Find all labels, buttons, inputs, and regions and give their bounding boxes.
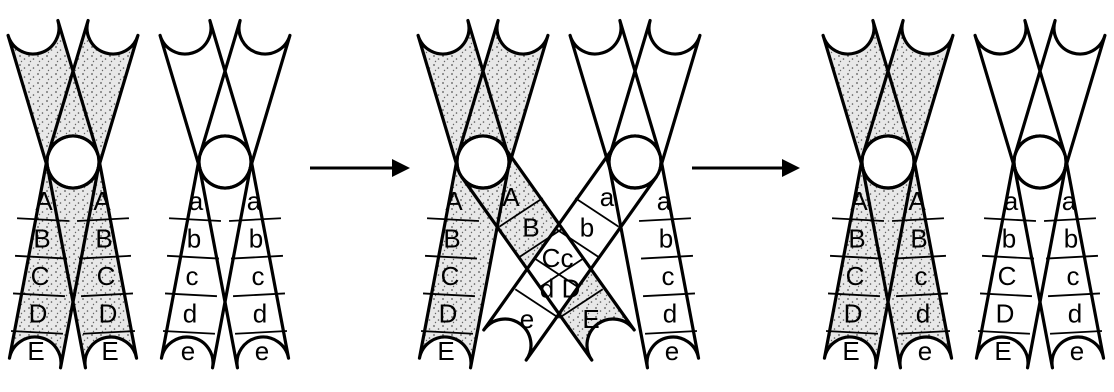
gene-label-B: B — [95, 223, 112, 253]
gene-label-e: e — [520, 304, 534, 334]
gene-label-c: c — [915, 261, 928, 291]
gene-label-B: B — [33, 223, 50, 253]
gene-label-e: e — [1070, 336, 1084, 366]
gene-label-E: E — [27, 336, 44, 366]
gene-label-b: b — [659, 223, 673, 253]
gene-label-a: a — [657, 186, 672, 216]
arrow-2-head — [782, 159, 800, 177]
arrow-1-head — [392, 159, 410, 177]
gene-label-D: D — [99, 299, 118, 329]
gene-label-B: B — [848, 223, 865, 253]
gene-label-c: c — [561, 243, 574, 273]
gene-label-E: E — [582, 304, 599, 334]
gene-label-d: d — [1068, 299, 1082, 329]
gene-label-A: A — [850, 186, 868, 216]
gene-label-C: C — [846, 261, 865, 291]
gene-label-E: E — [437, 336, 454, 366]
gene-label-a: a — [1062, 186, 1077, 216]
gene-label-E: E — [842, 336, 859, 366]
gene-label-c: c — [186, 261, 199, 291]
gene-label-C: C — [97, 261, 116, 291]
gene-label-d: d — [253, 299, 267, 329]
gene-label-E: E — [994, 336, 1011, 366]
gene-label-c: c — [662, 261, 675, 291]
gene-label-b: b — [249, 223, 263, 253]
gene-label-D: D — [439, 299, 458, 329]
gene-label-C: C — [31, 261, 50, 291]
gene-label-C: C — [998, 261, 1017, 291]
gene-label-B: B — [443, 223, 460, 253]
gene-label-A: A — [908, 186, 926, 216]
gene-label-D: D — [844, 299, 863, 329]
gene-label-b: b — [580, 213, 594, 243]
gene-label-b: b — [187, 223, 201, 253]
gene-label-e: e — [918, 336, 932, 366]
gene-label-d: d — [663, 299, 677, 329]
gene-label-b: b — [1002, 223, 1016, 253]
gene-label-A: A — [35, 186, 53, 216]
gene-label-D: D — [29, 299, 48, 329]
gene-label-A: A — [502, 182, 520, 212]
gene-label-d: d — [540, 273, 554, 303]
gene-label-B: B — [910, 223, 927, 253]
gene-label-D: D — [562, 273, 581, 303]
gene-label-D: D — [996, 299, 1015, 329]
gene-label-e: e — [255, 336, 269, 366]
gene-label-B: B — [522, 213, 539, 243]
gene-label-a: a — [247, 186, 262, 216]
gene-label-A: A — [93, 186, 111, 216]
gene-label-d: d — [183, 299, 197, 329]
gene-label-d: d — [916, 299, 930, 329]
arrows — [310, 159, 800, 177]
gene-label-C: C — [542, 243, 561, 273]
gene-label-c: c — [1067, 261, 1080, 291]
gene-label-a: a — [189, 186, 204, 216]
gene-label-A: A — [445, 186, 463, 216]
gene-label-e: e — [181, 336, 195, 366]
gene-label-e: e — [665, 336, 679, 366]
gene-label-E: E — [101, 336, 118, 366]
gene-label-C: C — [441, 261, 460, 291]
gene-label-c: c — [252, 261, 265, 291]
gene-label-a: a — [1004, 186, 1019, 216]
gene-label-b: b — [1064, 223, 1078, 253]
gene-label-a: a — [600, 182, 615, 212]
